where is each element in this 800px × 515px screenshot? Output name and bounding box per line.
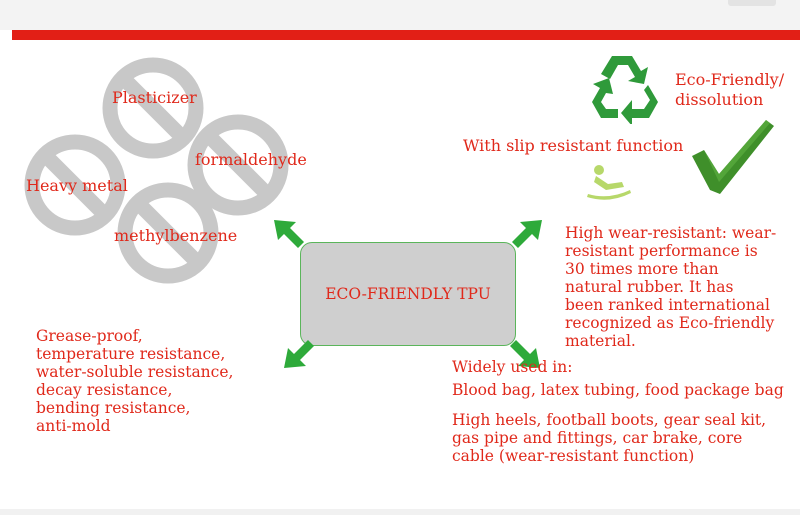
- bottom-bar: [0, 509, 800, 515]
- no-sign-icon: [187, 114, 289, 216]
- no-sign-icon: [117, 182, 219, 284]
- center-label: ECO-FRIENDLY TPU: [325, 285, 491, 303]
- substance-heavy-metal: Heavy metal: [26, 176, 128, 195]
- top-bar-tab: [728, 0, 776, 6]
- no-sign-icon: [102, 57, 204, 159]
- header-red-bar: [12, 30, 800, 40]
- usage-heading: Widely used in:: [452, 358, 573, 376]
- arrow-icon: [284, 340, 314, 368]
- eco-label: Eco-Friendly/ dissolution: [675, 70, 785, 109]
- no-sign-icon: [24, 134, 126, 236]
- usage-line-1: Blood bag, latex tubing, food package ba…: [452, 381, 784, 399]
- slip-label: With slip resistant function: [463, 136, 684, 155]
- arrow-icon: [274, 220, 304, 248]
- arrow-icon: [510, 340, 540, 368]
- substance-methylbenzene: methylbenzene: [114, 226, 238, 245]
- top-bar: [0, 0, 800, 30]
- properties-text: Grease-proof, temperature resistance, wa…: [36, 327, 234, 435]
- center-box: ECO-FRIENDLY TPU: [300, 242, 516, 346]
- usage-line-2: High heels, football boots, gear seal ki…: [452, 411, 767, 465]
- checkmark-icon: [692, 120, 774, 194]
- substance-formaldehyde: formaldehyde: [195, 150, 307, 169]
- arrow-icon: [512, 220, 542, 248]
- slip-person-icon: [587, 165, 631, 200]
- recycle-icon: [592, 56, 658, 124]
- wear-resistance-text: High wear-resistant: wear- resistant per…: [565, 224, 777, 350]
- substance-plasticizer: Plasticizer: [112, 88, 197, 107]
